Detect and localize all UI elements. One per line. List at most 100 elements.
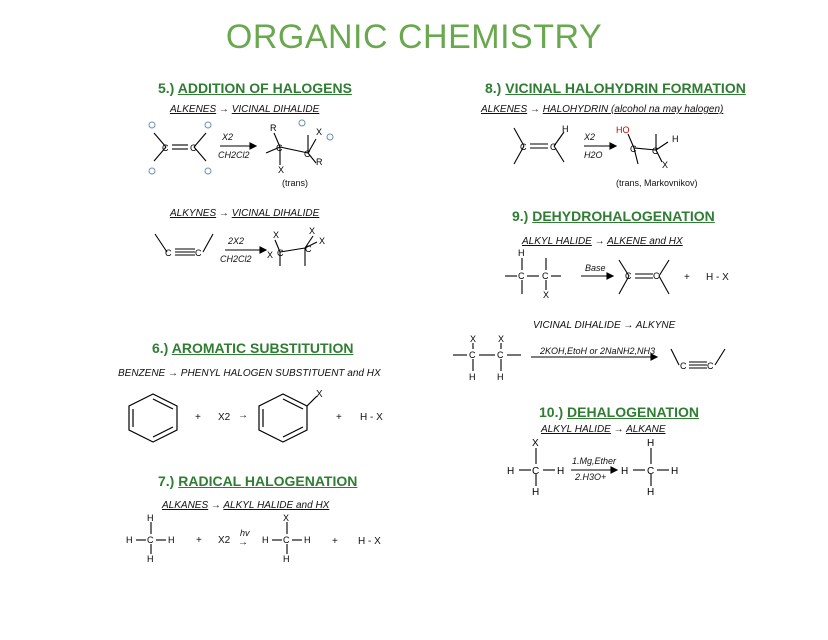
- svg-text:C: C: [532, 466, 539, 477]
- reaction-9a: ALKYL HALIDE → ALKENE and HX: [522, 236, 683, 247]
- svg-text:H: H: [304, 535, 311, 545]
- svg-text:X: X: [319, 236, 325, 246]
- stereo-note: (trans): [282, 178, 309, 188]
- svg-text:C: C: [147, 535, 154, 545]
- svg-text:H: H: [507, 466, 514, 477]
- byproduct: H - X: [706, 272, 729, 283]
- svg-text:H: H: [562, 124, 569, 134]
- svg-text:H: H: [532, 487, 539, 498]
- section-7-heading: 7.) RADICAL HALOGENATION: [158, 473, 357, 489]
- section-name: AROMATIC SUBSTITUTION: [171, 340, 354, 356]
- arrow: →: [529, 104, 540, 115]
- svg-text:C: C: [630, 144, 637, 154]
- condition: 2KOH,EtoH or 2NaNH2,NH3: [540, 346, 656, 356]
- svg-text:X: X: [316, 127, 322, 137]
- section-name: DEHALOGENATION: [567, 404, 699, 420]
- byproduct: H - X: [358, 536, 381, 547]
- reaction-10: ALKYL HALIDE → ALKANE: [541, 424, 666, 435]
- reactant: ALKANES: [162, 500, 209, 511]
- product: ALKANE: [626, 424, 666, 435]
- svg-text:X: X: [278, 165, 284, 175]
- svg-text:C: C: [283, 535, 290, 545]
- svg-text:X: X: [498, 334, 504, 344]
- svg-text:X: X: [543, 290, 549, 300]
- section-number: 10.): [539, 404, 564, 420]
- section-name: DEHYDROHALOGENATION: [532, 208, 715, 224]
- plus-sign: +: [332, 536, 338, 547]
- svg-text:C: C: [277, 248, 284, 258]
- reaction-5a: ALKENES → VICINAL DIHALIDE: [170, 104, 319, 115]
- svg-text:H: H: [283, 554, 290, 564]
- product: ALKENE and HX: [607, 236, 683, 247]
- svg-text:C: C: [653, 271, 660, 281]
- section-number: 7.): [158, 473, 175, 489]
- plus-sign: +: [684, 272, 690, 283]
- svg-text:H: H: [147, 513, 154, 523]
- svg-text:H: H: [671, 466, 678, 477]
- svg-text:X: X: [662, 160, 668, 170]
- reactant: ALKYL HALIDE: [522, 236, 592, 247]
- arrow: →: [238, 410, 248, 421]
- svg-text:C: C: [652, 146, 659, 156]
- section-6-heading: 6.) AROMATIC SUBSTITUTION: [152, 340, 353, 356]
- product: VICINAL DIHALIDE: [231, 208, 320, 219]
- section-name: RADICAL HALOGENATION: [178, 473, 358, 489]
- plus-sign: +: [336, 412, 342, 423]
- condition: hv: [240, 528, 250, 538]
- reagent: X2: [218, 535, 231, 546]
- reagent: X2: [218, 412, 231, 423]
- condition: 1.Mg,Ether: [572, 456, 617, 466]
- svg-text:C: C: [707, 361, 714, 371]
- condition: 2X2: [228, 236, 245, 246]
- svg-text:H: H: [469, 372, 476, 382]
- page-title: ORGANIC CHEMISTRY: [225, 18, 603, 56]
- svg-text:X: X: [283, 513, 289, 523]
- svg-text:H: H: [147, 554, 154, 564]
- svg-text:C: C: [165, 248, 172, 258]
- section-10-heading: 10.) DEHALOGENATION: [539, 404, 699, 420]
- svg-text:C: C: [625, 271, 632, 281]
- svg-text:C: C: [195, 248, 202, 258]
- svg-text:C: C: [550, 142, 557, 152]
- svg-text:R: R: [316, 157, 323, 167]
- reaction-7: ALKANES → ALKYL HALIDE and HX: [162, 500, 329, 511]
- reactant: ALKYL HALIDE: [541, 424, 611, 435]
- arrow: →: [218, 208, 229, 219]
- arrow: →: [210, 500, 221, 511]
- svg-text:H: H: [262, 535, 269, 545]
- condition: 2.H3O+: [575, 472, 607, 482]
- arrow: →: [238, 537, 248, 548]
- substituent: X: [316, 389, 323, 400]
- svg-text:H: H: [621, 466, 628, 477]
- section-5-heading: 5.) ADDITION OF HALOGENS: [158, 80, 352, 96]
- svg-text:C: C: [304, 149, 311, 159]
- svg-text:C: C: [162, 143, 169, 153]
- svg-text:C: C: [647, 466, 654, 477]
- arrow: →: [613, 424, 624, 435]
- reaction-8: ALKENES → HALOHYDRIN (alcohol na may hal…: [481, 104, 723, 115]
- svg-text:C: C: [518, 271, 525, 281]
- svg-text:H: H: [647, 438, 654, 449]
- product: HALOHYDRIN (alcohol na may halogen): [542, 104, 724, 115]
- stereo-note: (trans, Markovnikov): [616, 178, 698, 188]
- reactant: ALKENES: [170, 104, 217, 115]
- section-8-heading: 8.) VICINAL HALOHYDRIN FORMATION: [485, 80, 746, 96]
- product: ALKYL HALIDE and HX: [223, 500, 330, 511]
- svg-text:H: H: [518, 248, 525, 258]
- svg-text:H: H: [557, 466, 564, 477]
- reaction-6: BENZENE → PHENYL HALOGEN SUBSTITUENT and…: [118, 368, 381, 379]
- svg-text:H: H: [168, 535, 175, 545]
- svg-text:X: X: [309, 226, 315, 236]
- svg-text:H: H: [672, 134, 679, 144]
- svg-text:C: C: [680, 361, 687, 371]
- section-number: 5.): [158, 80, 175, 96]
- svg-text:C: C: [190, 143, 197, 153]
- reactant: ALKENES: [481, 104, 528, 115]
- reaction-9b: VICINAL DIHALIDE → ALKYNE: [533, 320, 676, 331]
- svg-text:HO: HO: [616, 125, 630, 135]
